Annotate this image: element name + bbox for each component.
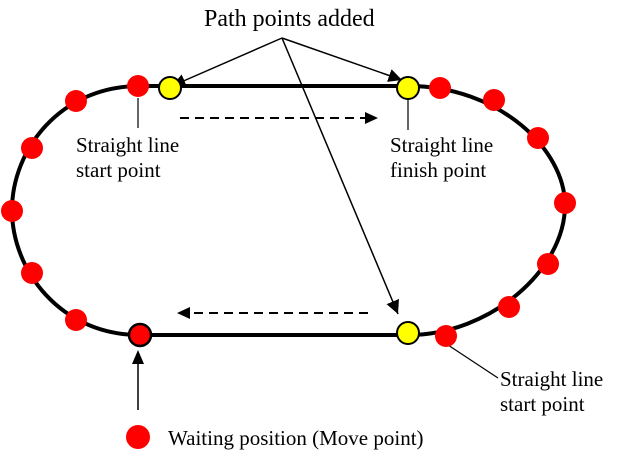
title-label: Path points added	[204, 6, 375, 32]
move-point	[527, 127, 549, 149]
bottom-direction-arrowhead	[177, 307, 190, 319]
path-point-added	[396, 76, 420, 100]
move-point	[65, 90, 87, 112]
move-point-waiting	[127, 322, 153, 348]
left-start-label-line2: start point	[76, 158, 161, 182]
move-point	[498, 296, 520, 318]
bottom-start-label-line2: start point	[500, 392, 585, 416]
move-point	[21, 137, 43, 159]
legend-move-point	[126, 425, 150, 449]
move-point	[21, 262, 43, 284]
move-point	[537, 253, 559, 275]
move-point	[435, 325, 457, 347]
leader-bottom-start	[447, 344, 499, 379]
move-point	[1, 200, 23, 222]
move-point	[483, 89, 505, 111]
top-direction-arrowhead	[365, 112, 378, 124]
legend-waiting-label: Waiting position (Move point)	[168, 426, 424, 450]
title-arrow-left	[171, 37, 283, 87]
move-point	[65, 309, 87, 331]
path-point-added	[396, 321, 420, 345]
right-finish-label-line1: Straight line	[390, 133, 493, 157]
right-finish-label-line2: finish point	[390, 158, 486, 182]
left-start-label-line1: Straight line	[76, 133, 179, 157]
title-arrow-bottom	[281, 37, 399, 315]
move-point	[554, 192, 576, 214]
waiting-arrowhead	[132, 350, 144, 364]
move-point	[127, 75, 149, 97]
track-path	[9, 84, 568, 337]
title-arrow-right	[281, 37, 403, 82]
path-point-added	[158, 76, 182, 100]
move-point	[429, 77, 451, 99]
bottom-start-label-line1: Straight line	[500, 367, 603, 391]
